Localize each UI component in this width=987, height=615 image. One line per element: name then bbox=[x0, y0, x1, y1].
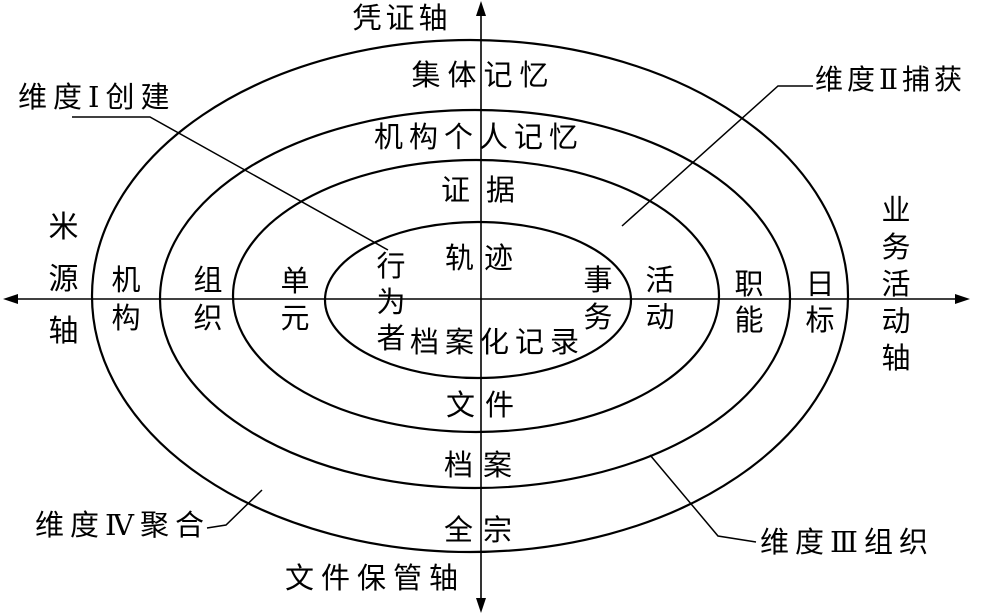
ring-label-unit: 单元 bbox=[280, 264, 310, 335]
dimension-1-create-label: 维度Ⅰ创建 bbox=[18, 80, 176, 114]
ring-label-activity: 活动 bbox=[645, 263, 675, 334]
dimension-4-pluralise-label: 维度Ⅳ聚合 bbox=[35, 508, 210, 542]
ring-label-archive: 档案 bbox=[443, 448, 523, 482]
callout-line-dimension-2 bbox=[621, 85, 813, 227]
ring-label-organisation: 组织 bbox=[193, 263, 223, 335]
vertical-axis-bottom-arrow bbox=[476, 598, 486, 613]
horizontal-axis-left-arrow bbox=[3, 294, 18, 304]
ring-label-function: 职能 bbox=[734, 267, 764, 337]
recordkeeping-axis-label: 文件保管轴 bbox=[285, 561, 466, 595]
ring-label-evidence: 证据 bbox=[440, 173, 532, 207]
ring-label-actor: 行为者 bbox=[376, 249, 406, 355]
ring-label-collective-memory: 集体记忆 bbox=[411, 58, 556, 92]
transactionality-axis-label: 业务活动轴 bbox=[881, 193, 911, 375]
ring-label-corporate-individual-memory: 机构个人记忆 bbox=[373, 120, 585, 154]
callout-line-dimension-3 bbox=[649, 454, 757, 543]
callout-line-dimension-4 bbox=[206, 489, 263, 529]
dimension-2-capture-label: 维度Ⅱ捕获 bbox=[815, 63, 967, 96]
ring-label-fonds: 全宗 bbox=[443, 513, 523, 547]
ring-label-transaction: 事务 bbox=[583, 263, 613, 334]
ring-4-outer bbox=[90, 38, 850, 554]
evidence-axis-label: 凭证轴 bbox=[352, 1, 452, 35]
horizontal-axis-right-arrow bbox=[955, 294, 970, 304]
ring-label-archived-record: 档案化记录 bbox=[410, 325, 586, 359]
vertical-axis-top-arrow bbox=[476, 1, 486, 16]
ring-2 bbox=[231, 158, 721, 434]
ring-label-purpose: 日标 bbox=[805, 267, 835, 337]
ring-label-trace: 轨迹 bbox=[444, 241, 524, 275]
ring-label-document: 文件 bbox=[445, 388, 525, 422]
ring-1-inner bbox=[323, 220, 633, 380]
ring-label-institution: 机构 bbox=[111, 263, 141, 335]
dimension-3-organise-label: 维度Ⅲ组织 bbox=[760, 525, 934, 559]
callout-line-dimension-1 bbox=[72, 116, 389, 251]
provenance-axis-label: 米源轴 bbox=[48, 210, 79, 349]
